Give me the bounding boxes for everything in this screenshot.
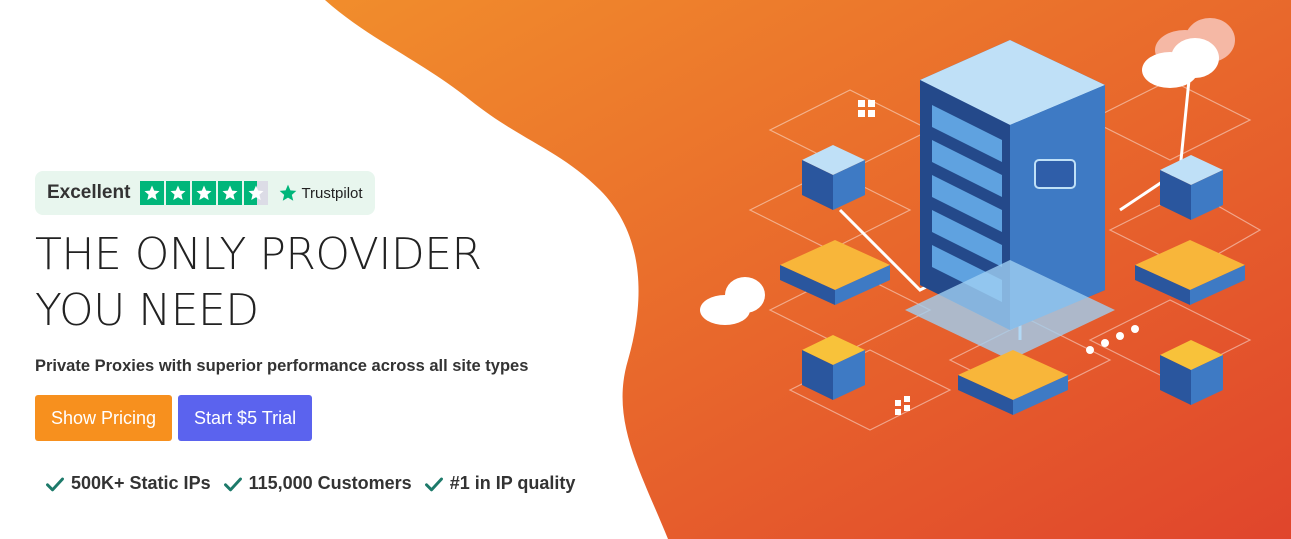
title-line-1: THE ONLY PROVIDER <box>35 229 482 280</box>
feature-list: 500K+ Static IPs 115,000 Customers #1 in… <box>45 473 655 494</box>
star-icon <box>218 181 243 205</box>
start-trial-button[interactable]: Start $5 Trial <box>178 395 313 441</box>
star-half-icon <box>244 181 269 205</box>
feature-label: 500K+ Static IPs <box>71 473 211 493</box>
title-line-2: YOU NEED <box>35 285 259 336</box>
trustpilot-logo: Trustpilot <box>278 183 363 203</box>
check-icon <box>223 477 242 491</box>
feature-label: #1 in IP quality <box>449 473 576 493</box>
rating-label: Excellent <box>47 182 131 203</box>
rating-stars <box>140 181 269 205</box>
check-icon <box>424 477 443 491</box>
cloud-icon <box>700 277 765 325</box>
show-pricing-button[interactable]: Show Pricing <box>35 395 173 441</box>
page-title: THE ONLY PROVIDER YOU NEED <box>35 227 555 339</box>
hero-subtitle: Private Proxies with superior performanc… <box>35 357 529 375</box>
check-icon <box>46 477 64 491</box>
feature-item: 115,000 Customers <box>223 473 412 494</box>
star-icon <box>166 181 191 205</box>
trustpilot-brand: Trustpilot <box>301 184 363 202</box>
hero-content: Excellent Trustpilot THE ONLY PROVIDER Y… <box>35 171 655 494</box>
server-icon <box>905 40 1115 360</box>
trustpilot-badge[interactable]: Excellent Trustpilot <box>35 171 375 215</box>
star-icon <box>192 181 217 205</box>
feature-item: #1 in IP quality <box>424 473 576 494</box>
feature-item: 500K+ Static IPs <box>45 473 211 494</box>
trustpilot-star-icon <box>280 184 297 201</box>
cta-buttons: Show Pricing Start $5 Trial <box>35 395 655 441</box>
server-network-illustration <box>700 18 1262 431</box>
star-icon <box>140 181 165 205</box>
feature-label: 115,000 Customers <box>248 473 412 493</box>
